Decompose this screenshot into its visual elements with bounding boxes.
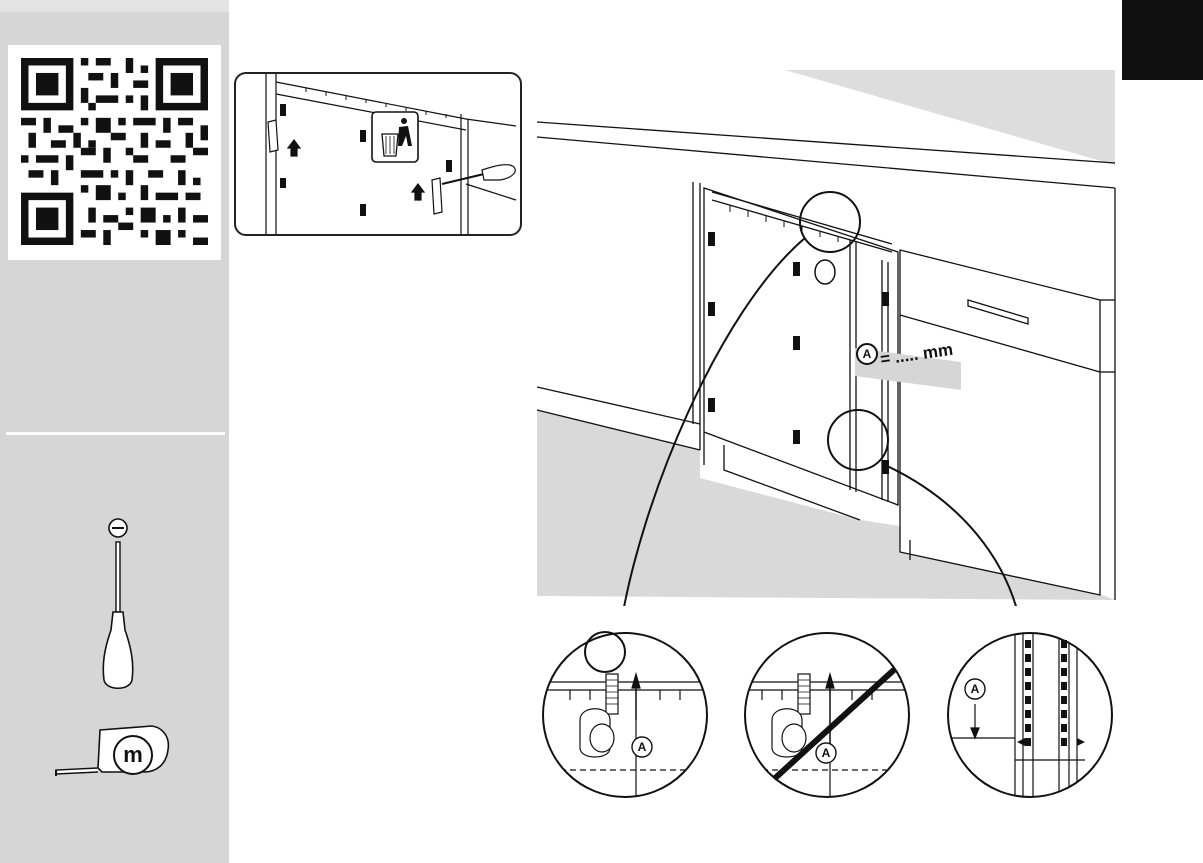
detail-measure-a: A: [945, 630, 1115, 800]
detail-correct: A: [540, 630, 710, 800]
sidebar-top-strip: [0, 0, 229, 12]
dishwasher-panel-illustration: [530, 66, 1120, 606]
trash-bin-icon: [372, 112, 418, 162]
detail-measure-marker: A: [971, 682, 980, 696]
flathead-screwdriver-icon: [98, 515, 138, 695]
dimension-marker-a: A: [856, 343, 878, 365]
qr-code-icon: [21, 58, 208, 245]
detail-incorrect: A: [742, 630, 912, 800]
qr-code-panel: [8, 45, 221, 260]
detail-incorrect-marker: A: [822, 746, 831, 760]
tape-measure-icon: [52, 720, 172, 790]
sidebar: m: [0, 0, 229, 863]
inset-remove-clips: [234, 72, 522, 236]
detail-correct-marker: A: [638, 740, 647, 754]
tape-measure-m-badge: m: [113, 735, 153, 775]
corner-tab: [1122, 0, 1203, 80]
inset-illustration: [236, 74, 520, 234]
sidebar-divider: [6, 432, 225, 435]
